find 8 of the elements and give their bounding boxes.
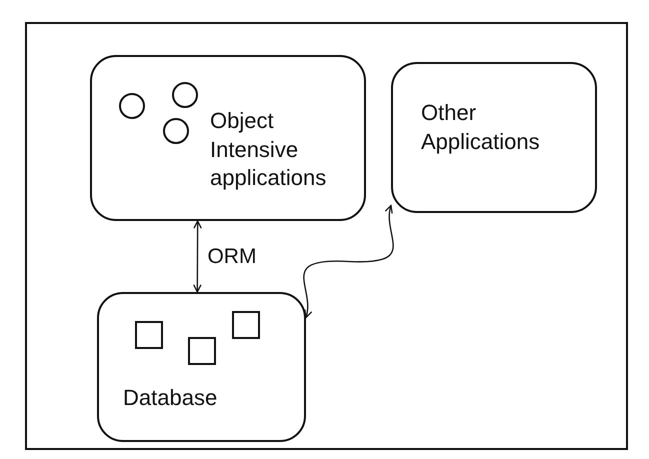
rounded-box [90, 55, 366, 221]
node-text: Database [123, 384, 218, 412]
node-text: Other Applications [421, 99, 541, 156]
rounded-box [391, 62, 597, 213]
node-text: Object Intensive applications [210, 107, 328, 192]
arrow [303, 204, 394, 318]
rounded-box [97, 292, 306, 442]
arrow [193, 220, 202, 293]
